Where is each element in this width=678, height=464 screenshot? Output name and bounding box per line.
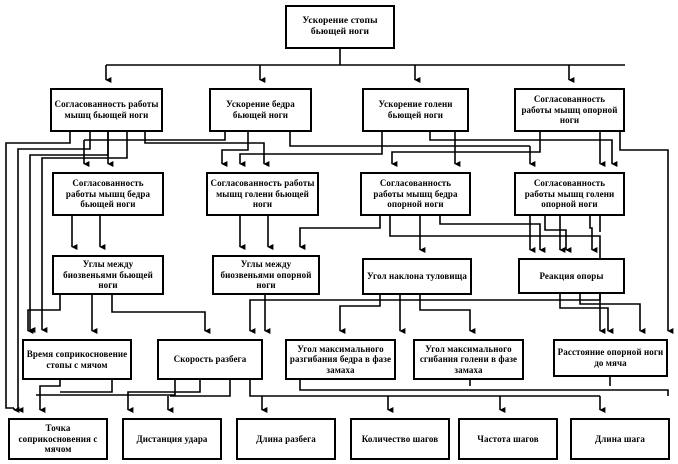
node-label: Согласованность работы мышц бедра бьющей…: [65, 178, 151, 210]
node-level5-5: Частота шагов: [458, 418, 558, 460]
node-label: Согласованность работы мышц опорной ноги: [521, 94, 618, 126]
node-level1-1: Согласованность работы мышц бьющей ноги: [50, 88, 163, 132]
node-level2-2: Согласованность работы мышц голени бьюще…: [206, 172, 319, 216]
node-level5-2: Дистанция удара: [122, 418, 222, 460]
node-level1-3: Ускорение голени бьющей ноги: [362, 88, 469, 132]
node-label: Частота шагов: [477, 433, 539, 444]
node-label: Длина разбега: [256, 433, 316, 444]
node-root: Ускорение стопы бьющей ноги: [285, 5, 395, 49]
node-label: Угол максимального сгибания голени в фаз…: [419, 343, 518, 375]
node-level3-4: Реакция опоры: [518, 258, 625, 294]
node-label: Согласованность работы мышц голени бьюще…: [210, 178, 315, 210]
node-level4-2: Скорость разбега: [157, 339, 263, 380]
node-label: Углы между биозвеньями опорной ноги: [220, 259, 312, 291]
node-label: Скорость разбега: [173, 354, 247, 365]
node-level5-6: Длина шага: [570, 418, 670, 460]
node-level4-4: Угол максимального сгибания голени в фаз…: [413, 339, 524, 380]
node-level2-4: Согласованность работы мышц голени опорн…: [514, 172, 625, 216]
node-level5-3: Длина разбега: [236, 418, 336, 460]
node-label: Точка соприкосновения с мячом: [18, 423, 98, 455]
node-level2-1: Согласованность работы мышц бедра бьющей…: [52, 172, 164, 216]
node-label: Количество шагов: [361, 433, 439, 444]
node-level4-3: Угол максимального разгибания бедра в фа…: [285, 339, 396, 380]
node-label: Согласованность работы мышц бьющей ноги: [54, 99, 159, 120]
node-label: Согласованность работы мышц голени опорн…: [524, 178, 615, 210]
node-level2-3: Согласованность работы мышц бедра опорно…: [360, 172, 471, 216]
node-label: Ускорение бедра бьющей ноги: [226, 99, 295, 120]
node-label: Время соприкосновение стопы с мячом: [26, 348, 128, 370]
node-level3-1: Углы между биозвеньями бьющей ноги: [52, 255, 164, 295]
node-level4-1: Время соприкосновение стопы с мячом: [22, 339, 132, 380]
node-level1-4: Согласованность работы мышц опорной ноги: [514, 88, 625, 132]
node-level5-1: Точка соприкосновения с мячом: [8, 418, 108, 460]
node-label: Ускорение голени бьющей ноги: [378, 99, 453, 120]
node-label: Реакция опоры: [539, 270, 604, 281]
node-level3-2: Углы между биозвеньями опорной ноги: [212, 255, 320, 295]
node-label: Согласованность работы мышц бедра опорно…: [373, 178, 458, 210]
node-label: Угол максимального разгибания бедра в фа…: [289, 343, 392, 375]
node-label: Длина шага: [594, 433, 646, 444]
node-label: Угол наклона туловища: [367, 271, 467, 282]
node-level5-4: Количество шагов: [350, 418, 450, 460]
node-label: Расстояние опорной ноги до мяча: [557, 347, 664, 368]
node-level3-3: Угол наклона туловища: [362, 258, 472, 295]
node-label: Ускорение стопы бьющей ноги: [302, 15, 378, 37]
node-level1-2: Ускорение бедра бьющей ноги: [209, 88, 312, 132]
node-label: Дистанция удара: [136, 433, 208, 444]
node-label: Углы между биозвеньями бьющей ноги: [63, 259, 153, 291]
node-level4-5: Расстояние опорной ноги до мяча: [553, 339, 668, 377]
